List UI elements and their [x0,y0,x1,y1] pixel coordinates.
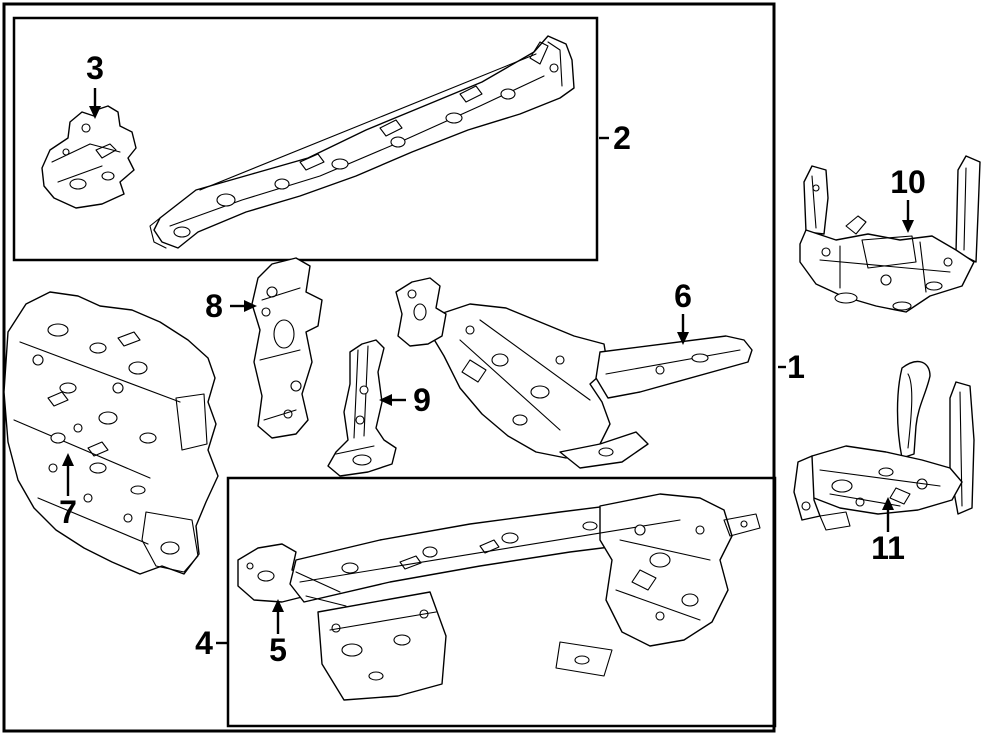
callout-3-label: 3 [86,50,104,86]
callout-8-label: 8 [205,288,223,324]
part-2-details [149,41,563,249]
part-5-drawing [237,493,761,701]
callout-9: 9 [379,382,431,418]
callout-5: 5 [269,599,287,668]
outer-border-box [2,2,776,733]
part-6-details [407,289,741,457]
callout-8-arrowhead [244,300,257,312]
part-10-drawing [799,155,981,313]
callout-9-label: 9 [413,382,431,418]
callout-5-label: 5 [269,632,287,668]
callout-5-arrowhead [272,599,284,612]
callout-2: 2 [599,120,631,156]
callout-10-arrowhead [902,220,914,233]
callout-1: 1 [778,349,805,385]
part-5-details [246,513,761,681]
part-7-details [13,323,208,573]
callout-11-arrowhead [882,497,894,510]
callout-6-arrowhead [677,332,689,345]
callout-7-label: 7 [59,494,77,530]
part-6-web [431,303,611,459]
group-box-part-2-3 [12,16,599,262]
part-10-left-ear [803,165,829,235]
part-9-drawing [327,339,397,477]
part-8-drawing [251,257,323,439]
part-8-details [259,286,302,421]
part-9-outline [327,339,397,477]
part-9-details [335,345,375,466]
part-8-outline [251,257,323,439]
callout-1-label: 1 [787,349,805,385]
part-11-arm [896,360,931,459]
callout-4: 4 [195,625,227,661]
callout-10-label: 10 [890,164,926,200]
part-10-body [799,229,975,313]
part-2-outline [153,35,575,249]
part-3-details [51,123,121,190]
part-11-body [803,445,963,515]
callout-6: 6 [674,278,692,345]
callout-2-label: 2 [613,120,631,156]
part-5-right-cluster [599,493,733,647]
callout-7: 7 [59,453,77,530]
part-3-outline [41,105,137,209]
part-7-outline [3,291,219,575]
part-11-drawing [793,360,975,531]
callout-4-label: 4 [195,625,213,661]
part-6-rail [595,335,753,399]
part-7-drawing [3,291,219,575]
part-5-plate [317,591,447,701]
callout-11-label: 11 [871,530,905,566]
callout-3: 3 [86,50,104,119]
part-10-right-ear [955,155,981,263]
callout-3-arrowhead [89,106,101,119]
part-6-drawing [395,277,753,469]
callout-11: 11 [871,497,905,566]
part-10-details [811,167,967,311]
callout-8: 8 [205,288,257,324]
part-2-drawing [149,35,575,249]
callout-7-arrowhead [62,453,74,466]
part-3-drawing [41,105,137,209]
callout-6-label: 6 [674,278,692,314]
callout-9-arrowhead [379,394,392,406]
group-box-part-4-5 [226,476,777,728]
callout-10: 10 [890,164,926,233]
